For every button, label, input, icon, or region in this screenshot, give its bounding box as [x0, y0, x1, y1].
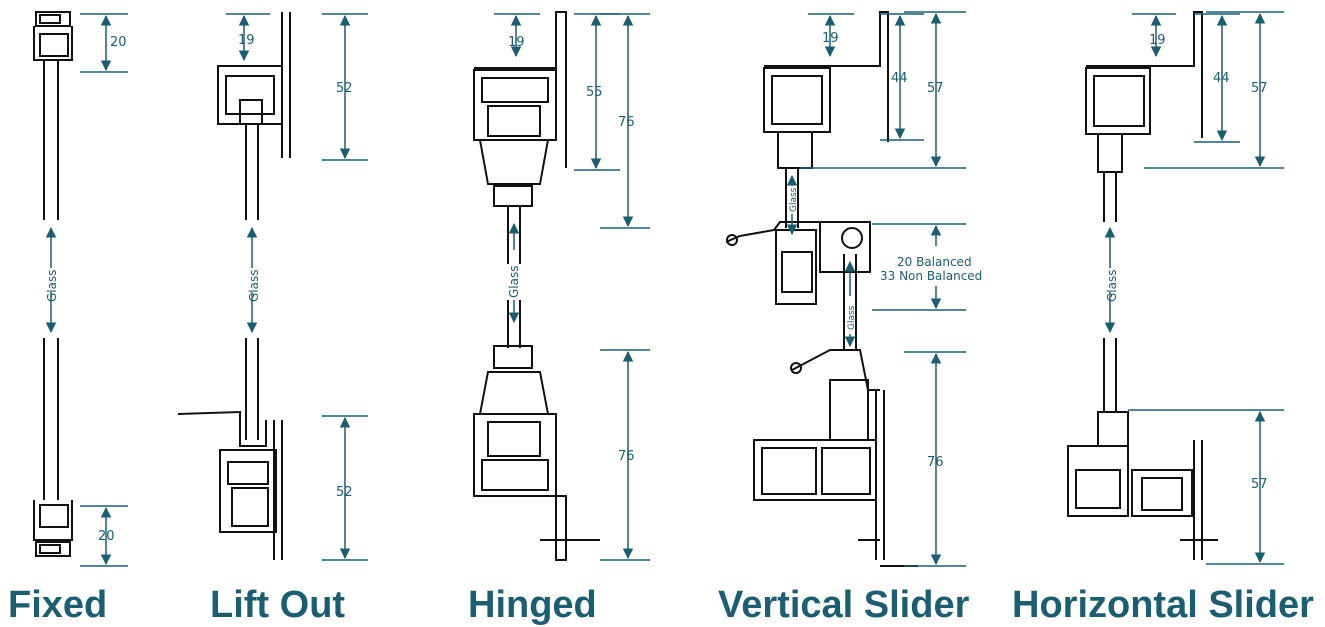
- vertical-slider-inner-height: 44: [891, 71, 908, 86]
- hinged-inner-height: 55: [586, 85, 603, 100]
- horizontal-slider-inner-height: 44: [1213, 71, 1230, 86]
- hinged-top-dim: 19: [508, 35, 525, 50]
- caption-hinged: Hinged: [468, 584, 597, 626]
- vertical-slider-glass-label-upper: Glass: [789, 187, 799, 212]
- fixed-top-dim: 20: [110, 35, 127, 50]
- lift-out-glass-label: Glass: [247, 270, 261, 303]
- lift-out-top-height: 52: [336, 81, 353, 96]
- horizontal-slider-top-height: 57: [1251, 81, 1268, 96]
- hinged-top-height: 76: [618, 115, 635, 130]
- lift-out-bottom-height: 52: [336, 485, 353, 500]
- caption-lift-out: Lift Out: [210, 584, 346, 626]
- vertical-slider-bottom-height: 76: [927, 455, 944, 470]
- fixed-bottom-dim: 20: [98, 529, 115, 544]
- hinged-glass-label: Glass: [507, 266, 521, 299]
- caption-fixed: Fixed: [8, 584, 108, 626]
- fixed-section: [33, 11, 73, 557]
- horizontal-slider-bottom-height: 57: [1251, 477, 1268, 492]
- lift-out-dimensions: [226, 13, 368, 561]
- fixed-dimensions: [45, 13, 128, 567]
- lift-out-section: [177, 12, 291, 560]
- caption-horizontal-slider: Horizontal Slider: [1012, 584, 1314, 626]
- vertical-slider-top-height: 57: [927, 81, 944, 96]
- hinged-bottom-height: 76: [618, 449, 635, 464]
- vertical-slider-section: [725, 11, 918, 567]
- vertical-slider-meeting-rail-line2: 33 Non Balanced: [880, 269, 982, 283]
- hinged-section: [473, 11, 600, 561]
- caption-vertical-slider: Vertical Slider: [718, 584, 970, 626]
- fixed-glass-label: Glass: [45, 270, 59, 303]
- horizontal-slider-section: [1067, 11, 1218, 560]
- vertical-slider-dimensions: [786, 11, 966, 567]
- vertical-slider-glass-label-lower: Glass: [847, 305, 857, 330]
- lift-out-top-dim: 19: [238, 33, 255, 48]
- horizontal-slider-glass-label: Glass: [1105, 270, 1119, 303]
- hinged-dimensions: [494, 13, 650, 561]
- vertical-slider-meeting-rail-line1: 20 Balanced: [897, 255, 972, 269]
- horizontal-slider-dimensions: [1104, 11, 1284, 565]
- horizontal-slider-top-dim: 19: [1149, 33, 1166, 48]
- vertical-slider-top-dim: 19: [822, 31, 839, 46]
